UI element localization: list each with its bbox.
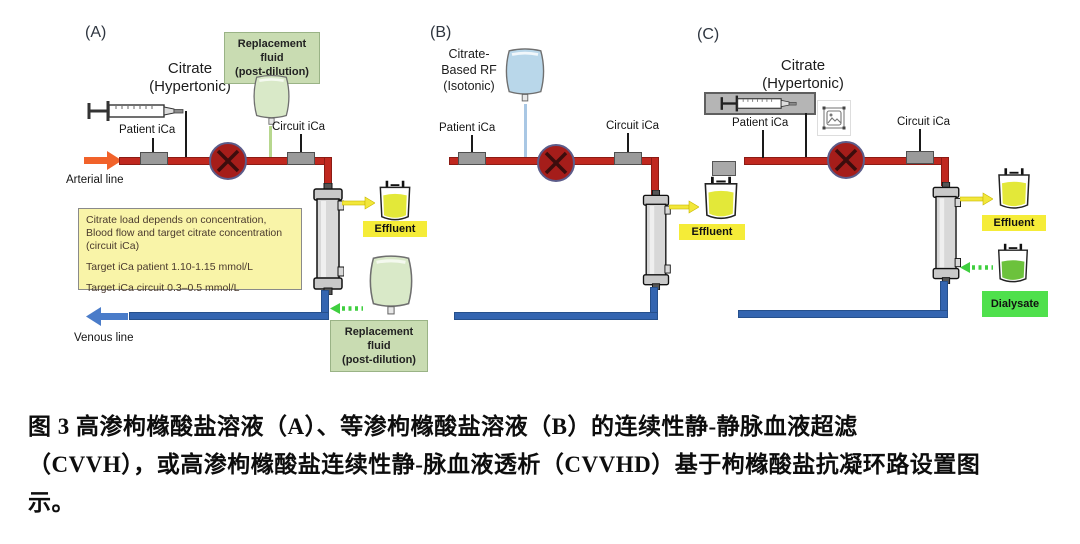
circuit-ica-label-c: Circuit iCa [897, 116, 951, 128]
replacement-fluid-bag-bottom-icon [369, 255, 413, 315]
image-placeholder-icon [817, 100, 851, 136]
effluent-arrow-icon-b [669, 200, 699, 214]
venous-arrow-icon [86, 307, 128, 326]
circuit-ica-stem-c [919, 129, 921, 151]
venous-line-from-filter-c [941, 282, 947, 315]
circuit-ica-stem-b [627, 133, 629, 153]
venous-line-from-filter-b [651, 288, 657, 317]
blood-line-to-filter-c [942, 158, 948, 185]
citrate-infusion-line-c [805, 113, 807, 160]
pump-x-icon-c [834, 148, 858, 172]
figure-caption: 图 3 高渗枸橼酸盐溶液（A）、等渗枸橼酸盐溶液（B）的连续性静-静脉血液超滤 … [28, 408, 1058, 522]
effluent-label-b: Effluent [679, 224, 745, 240]
venous-blood-line [130, 313, 328, 319]
circuit-ica-sensor [287, 152, 315, 165]
citrate-rf-bag-icon [505, 48, 545, 102]
caption-line-3: 示。 [28, 490, 75, 515]
effluent-label-c: Effluent [982, 215, 1046, 231]
circuit-ica-label-b: Circuit iCa [606, 120, 660, 132]
patient-ica-label-b: Patient iCa [439, 122, 496, 134]
circuit-ica-label: Circuit iCa [272, 121, 326, 133]
patient-ica-label: Patient iCa [119, 124, 176, 136]
replacement-dotted-arrow-icon [330, 303, 363, 314]
arterial-arrow-icon [84, 151, 122, 170]
patient-ica-stem [152, 138, 154, 153]
arterial-line-label: Arterial line [66, 174, 124, 186]
panel-b-rf-title: Citrate- Based RF (Isotonic) [441, 47, 497, 93]
dialysate-label: Dialysate [982, 291, 1048, 317]
patient-ica-sensor-b [458, 152, 486, 165]
dialysate-dotted-arrow-icon [960, 262, 993, 273]
blood-line-to-filter [325, 158, 331, 187]
gray-connector-box [712, 161, 736, 176]
citrate-infusion-line [185, 111, 187, 160]
venous-line-label: Venous line [74, 332, 134, 344]
patient-ica-label-c: Patient iCa [732, 117, 789, 129]
rf-infusion-line [524, 104, 527, 158]
dialysate-bag-icon [997, 243, 1029, 283]
effluent-bag-icon-c [998, 168, 1030, 209]
effluent-bag-icon [379, 180, 411, 221]
venous-line-from-filter [322, 291, 328, 317]
circuit-ica-sensor-c [906, 151, 934, 164]
venous-blood-line-b [455, 313, 657, 319]
effluent-label: Effluent [363, 221, 427, 237]
circuit-ica-stem [300, 134, 302, 153]
syringe-icon-c [720, 95, 797, 112]
pump-x-icon [216, 149, 240, 173]
replacement-fluid-bag-icon [253, 74, 290, 125]
patient-ica-stem-b [471, 135, 473, 153]
syringe-icon [87, 101, 184, 121]
blood-line-to-filter-b [652, 158, 658, 194]
effluent-arrow-icon [342, 196, 375, 210]
replacement-fluid-bottom-label: Replacement fluid (post-dilution) [330, 320, 428, 372]
hemofilter-icon [313, 183, 344, 295]
effluent-bag-icon-b [704, 176, 738, 220]
pump-x-icon-b [544, 151, 568, 175]
blood-pump-icon [209, 142, 247, 180]
caption-line-1: 图 3 高渗枸橼酸盐溶液（A）、等渗枸橼酸盐溶液（B）的连续性静-静脉血液超滤 [28, 414, 858, 439]
panel-c-citrate-title: Citrate (Hypertonic) [762, 57, 844, 92]
replacement-top-line [269, 126, 272, 158]
panel-b-label: (B) [430, 24, 452, 41]
circuit-ica-sensor-b [614, 152, 642, 165]
panel-c-label: (C) [697, 26, 720, 43]
effluent-arrow-icon-c [960, 192, 993, 206]
citrate-note-box: Citrate load depends on concentration, B… [78, 208, 302, 294]
caption-line-2: （CVVH），或高渗枸橼酸盐连续性静-脉血液透析（CVVHD）基于枸橼酸盐抗凝环… [28, 452, 981, 477]
venous-blood-line-c [739, 311, 947, 317]
hemofilter-icon-c [932, 182, 961, 284]
hemofilter-icon-b [642, 190, 671, 290]
panel-a-citrate-title: Citrate (Hypertonic) [149, 60, 231, 95]
patient-ica-stem-c [762, 130, 764, 158]
patient-ica-sensor [140, 152, 168, 165]
panel-a-label: (A) [85, 24, 107, 41]
